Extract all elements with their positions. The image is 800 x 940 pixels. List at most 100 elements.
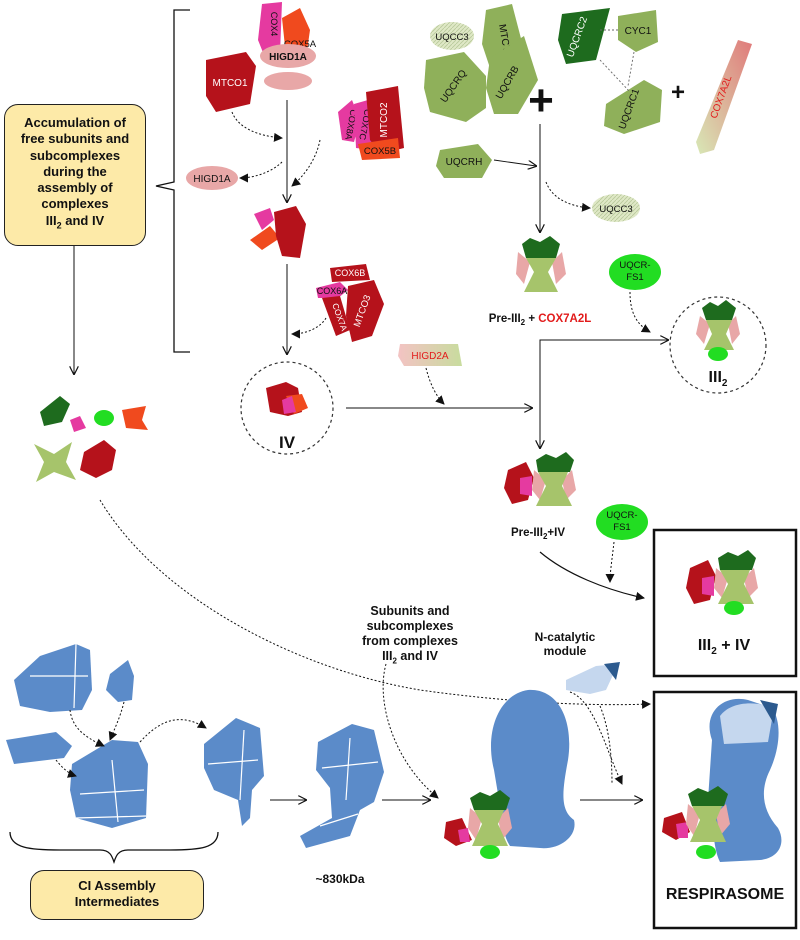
accumulation-line-5: assembly of [37,180,113,195]
link-c2-c1 [599,59,631,93]
cyc1-subunit: CYC1 [618,10,658,52]
uqcc3-free-label: UQCC3 [599,204,632,215]
cox5b-subunit: COX5B [358,138,400,160]
ci-fragment-3 [6,732,72,764]
sc-assembly-glyph [444,689,575,859]
arrow-uqcc3-out [545,181,591,212]
free-pool [34,396,148,482]
cox6a-subunit: COX6A [316,282,348,298]
accumulation-box: Accumulation of free subunits and subcom… [4,104,146,246]
arrow-ncat-in [569,691,623,785]
mtco2-subunit: MTCO2 [366,86,404,154]
cox5b-label: COX5B [364,146,396,157]
arrow-higd2a [425,367,445,405]
uqcrfs1-top: UQCR- FS1 [609,254,661,290]
arrow-to-iii2 [539,340,668,440]
intermediate-cluster-1 [250,206,306,258]
iii2-iv-label: III2 + IV [698,637,751,657]
arrow-frag3 [55,759,77,778]
arrow-frag1 [69,709,105,747]
arrow-fs1-bottom [605,541,615,583]
mtco1-label: MTCO1 [213,78,248,89]
cox7a2l-subunit: COX7A2L [696,40,752,154]
higd1a-subunit: HIGD1A [260,44,316,68]
ci-intermediate-2 [204,718,264,826]
svg-text:UQCR-: UQCR- [606,510,637,521]
mtco3-subunit: MTCO3 [346,280,384,342]
higd1a-disc [264,72,312,90]
accumulation-line-1: Accumulation of [24,115,126,130]
higd1a-free-label: HIGD1A [193,174,231,185]
uqcrq-subunit: UQCRQ [424,52,486,122]
uqcrb-subunit: UQCRB [486,36,538,114]
ci-brace [9,831,219,865]
arrow-mtco1-in [231,111,283,142]
higd2a-label: HIGD2A [411,351,449,362]
n-catalytic-label: N-catalytic module [534,630,596,659]
uqcrh-subunit: UQCRH [436,144,492,178]
higd1a-free: HIGD1A [186,166,238,190]
cox4-label: COX4 [269,12,279,37]
uqcrc1-subunit: UQCRC1 [604,80,662,134]
arrow-subunits-in [382,663,439,799]
ci-fragment-1 [14,643,92,712]
uqcc3-label: UQCC3 [435,32,468,43]
uqcc3-subunit: UQCC3 [430,22,474,50]
ci-line-2: Intermediates [74,894,160,910]
arrow-frag2 [108,701,125,741]
ci-fragment-2 [106,660,134,702]
iii2-glyph [696,300,740,361]
higd2a-subunit: HIGD2A [398,344,462,366]
arrow-to-iii2-iv [539,551,645,601]
arrow-free-to-sc [99,499,651,709]
arrow-cox-group-in [291,139,321,187]
ci-intermediate-1 [70,740,148,828]
mtco1-subunit: MTCO1 [206,52,256,112]
arrow-cox-late-in [291,317,327,339]
cox6a-label: COX6A [317,286,348,296]
accumulation-line-4: during the [43,163,107,179]
accumulation-line-3: subcomplexes [29,147,121,163]
ci-intermediates-box: CI Assembly Intermediates [30,870,204,920]
accumulation-line-6: complexes [41,196,109,212]
respirasome-glyph [662,698,782,862]
arrow-fs1-top [629,291,651,333]
higd1a-label: HIGD1A [269,52,307,63]
uqcrfs1-bottom: UQCR- FS1 [596,504,648,540]
complex-iv-glyph [266,382,308,416]
iv-label: IV [279,433,296,452]
arrow-ncat-in-2 [599,705,613,785]
ci-830kda [300,724,384,848]
arrow-higd1a-out [239,161,283,183]
arrow-int1-to-int2 [139,719,207,743]
complex-iv-circle [240,361,334,455]
svg-text:FS1: FS1 [626,272,643,283]
plus-big: + [528,76,554,125]
plus-small: + [671,79,685,106]
svg-text:FS1: FS1 [613,522,630,533]
pre-iii2-glyph [516,236,566,292]
pre-iii2-iv-label: Pre-III2+IV [511,527,565,541]
complex-iii2-circle [669,296,767,394]
accumulation-line-7: III2 and IV [45,212,105,231]
cox7a-subunit: COX7A [322,296,350,336]
n-catalytic-module [566,662,620,694]
arrow-uqcrh-in [493,159,536,166]
uqcrc2-subunit: UQCRC2 [558,8,610,64]
cox5a-label: COX5A [284,39,317,50]
cox6b-label: COX6B [335,268,366,278]
iii2-iv-glyph [686,550,758,615]
accumulation-line-2: free subunits and [20,131,130,147]
respirasome-label: RESPIRASOME [665,886,785,903]
mtco2-label: MTCO2 [379,102,390,137]
iii2-label: III2 [709,369,728,389]
ci-line-1: CI Assembly [78,878,156,893]
pre-iii2-iv-glyph [504,452,576,506]
subunits-from-label: Subunits and subcomplexes from complexes… [362,604,458,666]
svg-text:UQCR-: UQCR- [619,260,650,271]
assembly-brace [155,9,190,353]
link-cyc1-c1 [627,51,635,87]
cox6b-subunit: COX6B [330,264,370,282]
pre-iii2-label: Pre-III2 + COX7A2L [489,313,592,327]
